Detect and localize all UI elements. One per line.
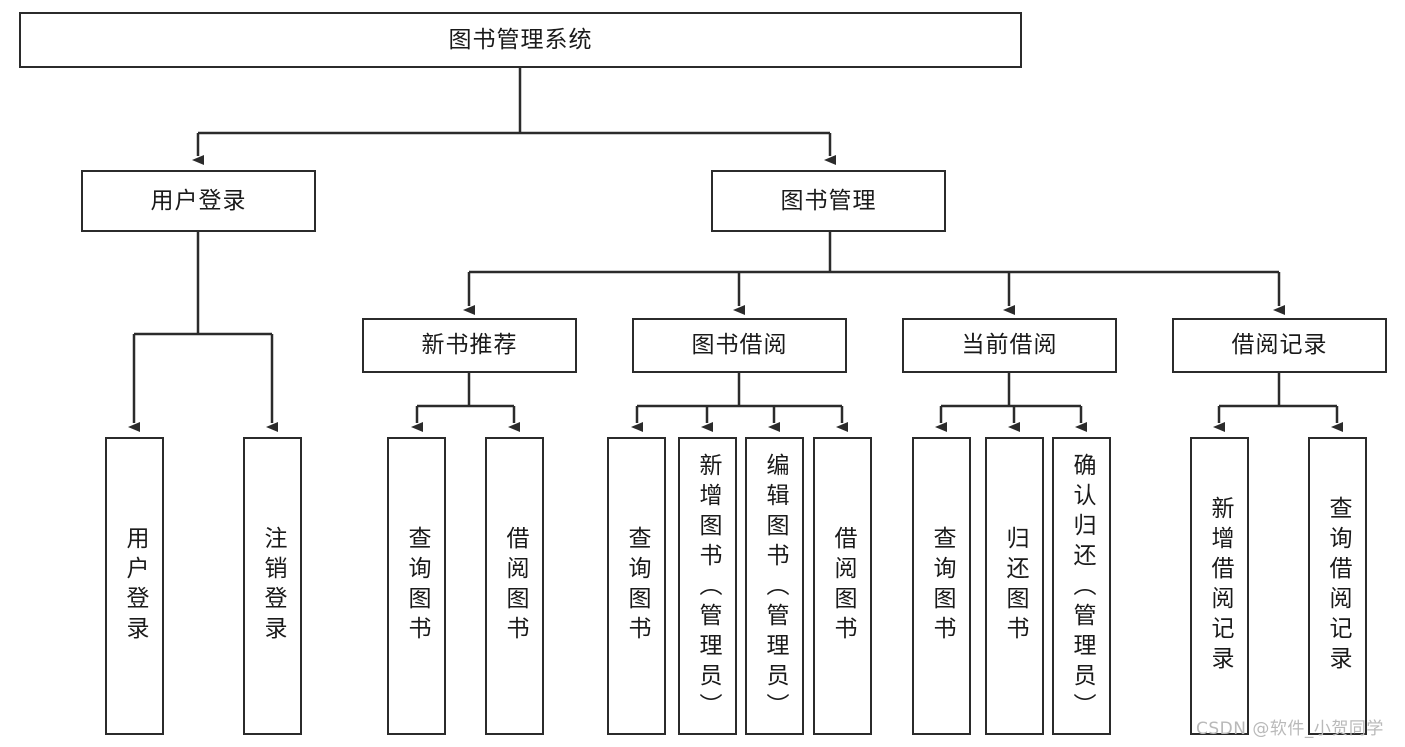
leaf-logout[interactable]: 注销登录 [243, 437, 302, 735]
node-label: 编辑图书（管理员） [762, 453, 788, 723]
leaf-add-book-admin[interactable]: 新增图书（管理员） [678, 437, 737, 735]
node-user-login[interactable]: 用户登录 [81, 170, 316, 232]
node-label: 查询图书 [404, 526, 430, 646]
leaf-query-borrow-record[interactable]: 查询借阅记录 [1308, 437, 1367, 735]
node-label: 查询图书 [929, 526, 955, 646]
watermark-text: CSDN @软件_小贺同学 [1196, 719, 1384, 739]
node-label: 注销登录 [260, 526, 286, 646]
leaf-edit-book-admin[interactable]: 编辑图书（管理员） [745, 437, 804, 735]
node-label: 归还图书 [1002, 526, 1028, 646]
node-book-borrow[interactable]: 图书借阅 [632, 318, 847, 373]
leaf-query-book-bw[interactable]: 查询图书 [607, 437, 666, 735]
leaf-return-book[interactable]: 归还图书 [985, 437, 1044, 735]
leaf-query-book-nb[interactable]: 查询图书 [387, 437, 446, 735]
node-book-management[interactable]: 图书管理 [711, 170, 946, 232]
node-current-borrow[interactable]: 当前借阅 [902, 318, 1117, 373]
node-label: 借阅图书 [830, 526, 856, 646]
node-borrow-record[interactable]: 借阅记录 [1172, 318, 1387, 373]
node-label: 用户登录 [122, 526, 148, 646]
node-label: 图书借阅 [691, 332, 788, 358]
node-root-book-management-system[interactable]: 图书管理系统 [19, 12, 1022, 68]
node-label: 图书管理 [780, 187, 877, 214]
node-label: 新增图书（管理员） [695, 453, 721, 723]
leaf-confirm-return-admin[interactable]: 确认归还（管理员） [1052, 437, 1111, 735]
node-new-book-recommend[interactable]: 新书推荐 [362, 318, 577, 373]
leaf-add-borrow-record[interactable]: 新增借阅记录 [1190, 437, 1249, 735]
node-label: 新增借阅记录 [1207, 496, 1233, 676]
node-label: 借阅记录 [1231, 332, 1328, 358]
node-label: 查询图书 [624, 526, 650, 646]
node-label: 查询借阅记录 [1325, 496, 1351, 676]
leaf-user-login[interactable]: 用户登录 [105, 437, 164, 735]
node-label: 新书推荐 [421, 332, 518, 358]
leaf-borrow-book-bw[interactable]: 借阅图书 [813, 437, 872, 735]
leaf-borrow-book-nb[interactable]: 借阅图书 [485, 437, 544, 735]
node-label: 确认归还（管理员） [1069, 453, 1095, 723]
node-label: 当前借阅 [961, 332, 1058, 358]
node-label: 借阅图书 [502, 526, 528, 646]
node-label: 用户登录 [150, 187, 247, 214]
node-label: 图书管理系统 [448, 26, 593, 53]
leaf-query-book-cb[interactable]: 查询图书 [912, 437, 971, 735]
